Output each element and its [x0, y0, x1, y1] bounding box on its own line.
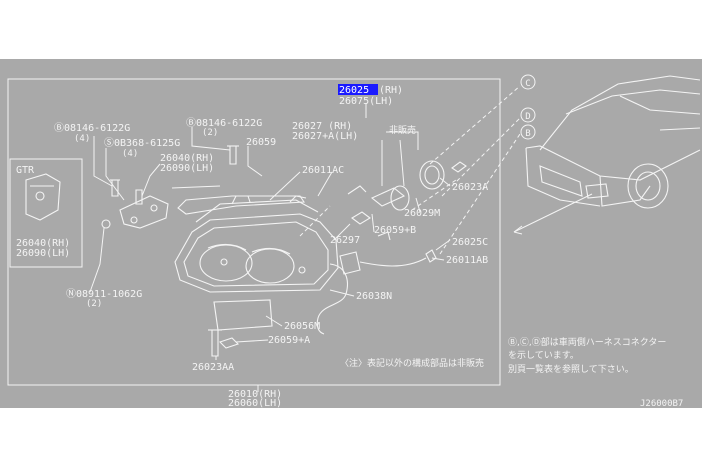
- label-gtr: GTR: [16, 165, 35, 176]
- wire-harness: [316, 263, 348, 335]
- bulb-socket: [339, 160, 467, 275]
- note-harness-2: を示しています。: [508, 350, 579, 361]
- label-26027[interactable]: 26027 (RH): [292, 121, 352, 132]
- label-26297[interactable]: 26297: [330, 235, 360, 246]
- label-26060[interactable]: 26060(LH): [228, 398, 282, 409]
- label-gtr-26090[interactable]: 26090(LH): [16, 248, 70, 259]
- label-26059b[interactable]: 26059+B: [374, 225, 416, 236]
- label-08911-qty: (2): [86, 299, 102, 309]
- diagram-code: J26000B7: [640, 399, 683, 409]
- gtr-inset-box: [9, 158, 83, 268]
- label-08146-b[interactable]: Ⓑ08146-6122G: [186, 117, 262, 129]
- highlight-box: [338, 84, 378, 95]
- note-not-sold: 〈注〉表記以外の構成部品は非販売: [340, 357, 484, 369]
- label-26038n[interactable]: 26038N: [356, 291, 392, 302]
- diagram-panel: [0, 59, 702, 408]
- svg-text:C: C: [525, 79, 530, 89]
- label-08911[interactable]: Ⓝ08911-1062G: [66, 288, 142, 300]
- gtr-bracket: [25, 173, 61, 221]
- label-26011ac[interactable]: 26011AC: [302, 165, 344, 176]
- label-26090[interactable]: 26090(LH): [160, 163, 214, 174]
- label-not-sold: 非販売: [389, 124, 416, 136]
- label-26075[interactable]: 26075(LH): [339, 96, 393, 107]
- selected-part-number[interactable]: 26025: [339, 85, 369, 96]
- wire-harness-2: [359, 257, 427, 267]
- label-26010[interactable]: 26010(RH): [228, 389, 282, 400]
- label-26023aa[interactable]: 26023AA: [192, 362, 234, 373]
- screw-icon: [208, 329, 222, 357]
- label-08368-qty: (4): [122, 149, 138, 159]
- label-26025c[interactable]: 26025C: [452, 237, 488, 248]
- svg-text:B: B: [525, 129, 530, 139]
- bolt-icon: [135, 189, 143, 205]
- label-gtr-26040[interactable]: 26040(RH): [16, 238, 70, 249]
- label-26023a[interactable]: 26023A: [452, 182, 488, 193]
- assembly-frame: [7, 78, 501, 386]
- note-harness-3: 別頁一覧表を参照して下さい。: [508, 363, 634, 375]
- label-08146-b-qty: (2): [202, 128, 218, 138]
- label-26059a[interactable]: 26059+A: [268, 335, 310, 346]
- note-harness-1: Ⓑ,Ⓒ,Ⓓ部は車両側ハーネスコネクター: [508, 336, 666, 348]
- car-illustration: [513, 75, 701, 235]
- label-08146-a-qty: (4): [74, 134, 90, 144]
- label-26040[interactable]: 26040(RH): [160, 153, 214, 164]
- label-26027a[interactable]: 26027+A(LH): [292, 131, 358, 142]
- label-26011ab[interactable]: 26011AB: [446, 255, 488, 266]
- label-26056m[interactable]: 26056M: [284, 321, 320, 332]
- leader-lines: [89, 103, 451, 392]
- bolt-icon: [110, 179, 120, 197]
- headlamp-assembly: [174, 195, 339, 293]
- bolt-icon: [227, 145, 239, 165]
- lower-bracket: [213, 299, 273, 331]
- trim-strip: [177, 195, 305, 215]
- label-26029m[interactable]: 26029M: [404, 208, 440, 219]
- mounting-bracket: [119, 195, 169, 229]
- callout-d: D: [520, 107, 536, 123]
- svg-text:D: D: [525, 112, 530, 122]
- label-26025-suffix: (RH): [379, 85, 403, 96]
- callout-b: B: [520, 124, 536, 140]
- label-26059[interactable]: 26059: [246, 137, 276, 148]
- label-08368[interactable]: Ⓢ0B368-6125G: [104, 137, 180, 149]
- nut-icon: [101, 219, 111, 229]
- label-08146-a[interactable]: Ⓑ08146-6122G: [54, 122, 130, 134]
- callout-c: C: [520, 74, 536, 90]
- clip-icon: [218, 337, 240, 349]
- connector-dashes: [299, 85, 521, 255]
- trim-wire: [171, 185, 221, 189]
